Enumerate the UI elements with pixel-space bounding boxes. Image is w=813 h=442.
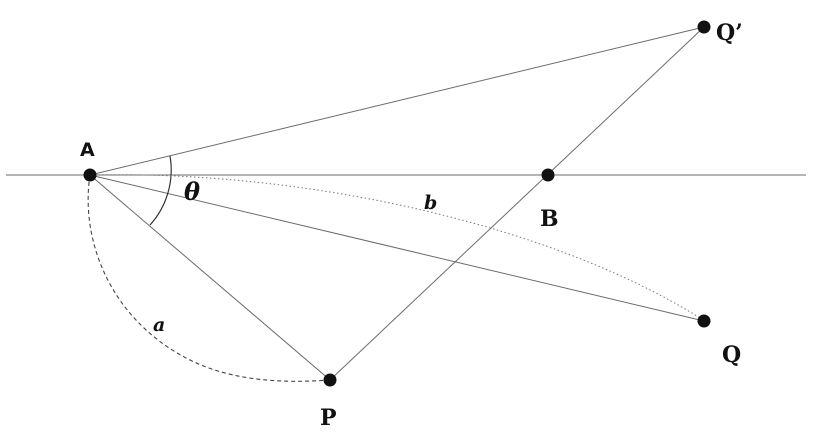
angle-theta-arc [149,155,172,226]
label-arc-b: b [424,192,437,214]
label-a: A [80,139,95,161]
segment-p-qprime [329,26,705,381]
arc-b-dotted [89,174,701,319]
label-qprime: Q’ [716,20,743,46]
arc-a-dashed [87,174,331,382]
segment-a-q [89,174,705,322]
label-q: Q [722,342,741,368]
point-a [83,168,97,182]
point-qprime [697,20,711,34]
label-arc-a: a [153,314,165,336]
segment-a-p [89,174,331,381]
segment-a-qprime [89,26,705,176]
label-theta: θ [184,177,200,206]
point-b [541,168,555,182]
label-p: P [320,405,337,431]
label-b: B [540,206,559,232]
point-q [697,314,711,328]
point-p [323,373,337,387]
